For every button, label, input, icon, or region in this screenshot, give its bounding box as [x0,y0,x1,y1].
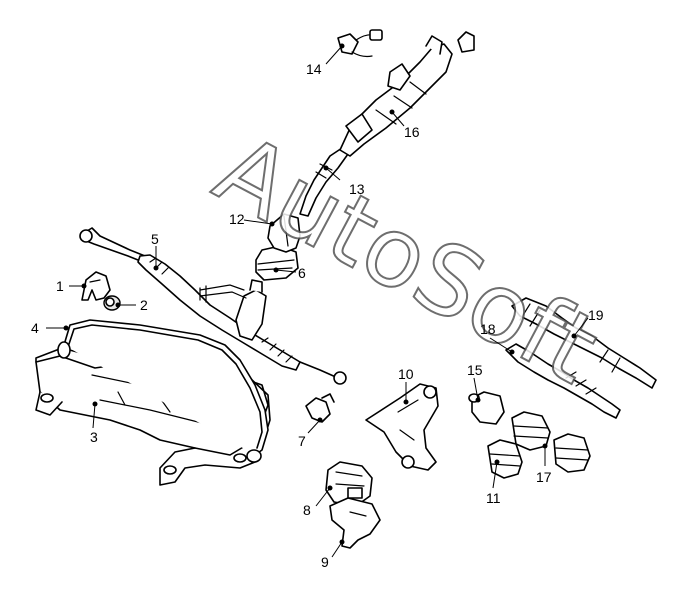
stabilizer-bar [57,319,269,463]
steering-rack [79,227,347,385]
callout-5: 5 [151,231,159,247]
steering-coupling [267,213,301,253]
cv-boot-17b [553,433,591,473]
callout-8: 8 [303,502,311,518]
callout-15: 15 [467,362,483,378]
callout-6: 6 [298,265,306,281]
tie-rod-end [305,393,335,423]
drive-shaft-right [511,297,657,389]
stabilizer-bracket [81,271,111,301]
abs-module [325,461,373,507]
callout-16: 16 [404,124,420,140]
callout-17: 17 [536,469,552,485]
callout-10: 10 [398,366,414,382]
callout-1: 1 [56,278,64,294]
cv-boot-17a [511,411,551,451]
callout-2: 2 [140,297,148,313]
steering-column [339,35,453,157]
cv-boot-11 [487,439,523,479]
callout-18: 18 [480,321,496,337]
callout-7: 7 [298,433,306,449]
callout-9: 9 [321,554,329,570]
callout-14: 14 [306,61,322,77]
callout-19: 19 [588,307,604,323]
drive-shaft-left [505,343,621,419]
callout-4: 4 [31,320,39,336]
callout-3: 3 [90,429,98,445]
control-arm-bushing [468,391,505,425]
clip [457,31,475,53]
callout-13: 13 [349,181,365,197]
callout-numbers: 1 2 3 4 5 6 7 8 9 10 11 12 13 14 15 16 1… [31,61,604,570]
callout-12: 12 [229,211,245,227]
leader-lines [46,43,589,558]
control-arm [365,383,439,471]
module-bracket [329,497,381,549]
callout-11: 11 [486,490,501,506]
wiring-connector [337,29,383,58]
